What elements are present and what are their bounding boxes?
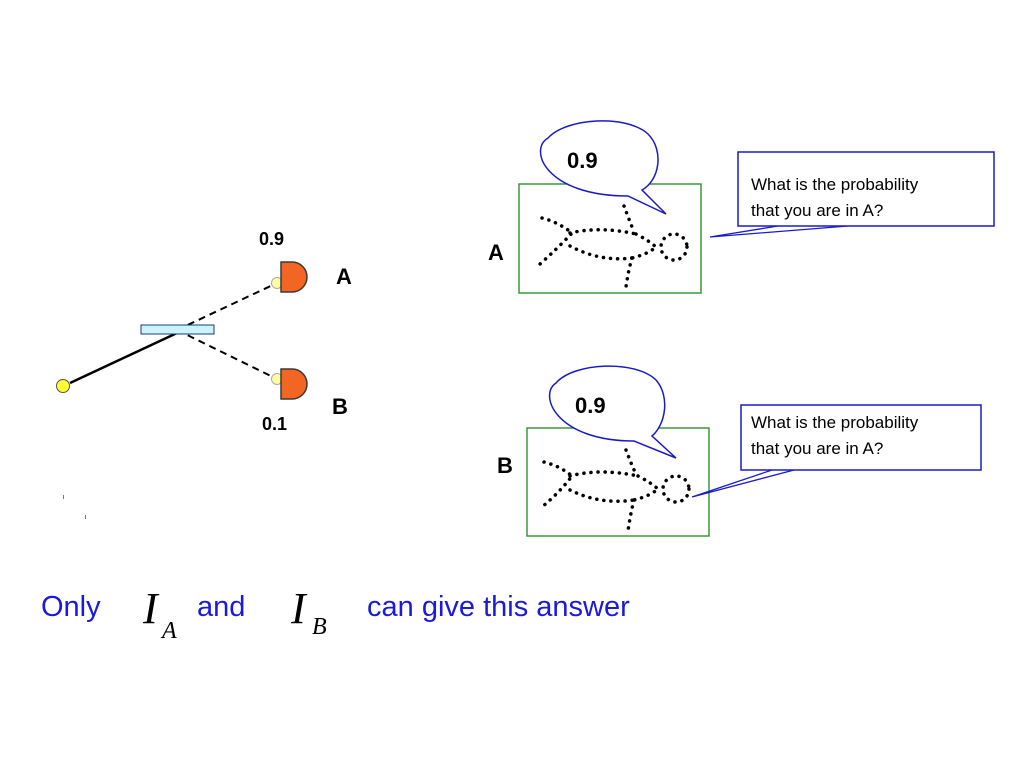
- lower-detector-icon: [280, 368, 308, 400]
- panel-b-frame: [526, 427, 710, 537]
- footer-word-only: Only: [41, 591, 101, 623]
- input-path-line: [69, 331, 178, 385]
- callout-a-line-2: that you are in A?: [751, 201, 884, 220]
- thought-bubble-a: [539, 120, 667, 215]
- callout-a-pointer: [709, 225, 849, 238]
- symbol-i-a-subscript: A: [162, 618, 177, 644]
- lower-branch-label: B: [332, 394, 348, 419]
- beam-splitter: [140, 324, 215, 335]
- upper-probability-label: 0.9: [259, 229, 285, 249]
- footer-tail-text: can give this answer: [367, 591, 630, 623]
- upper-branch-label: A: [336, 264, 352, 289]
- callout-a-box: [737, 151, 995, 227]
- panel-a-frame: [518, 183, 702, 294]
- bubble-a-value: 0.9: [567, 148, 598, 173]
- lower-dashed-path: [176, 329, 278, 380]
- tree-diagram: [56, 261, 308, 519]
- callout-a-text: What is the probability that you are in …: [751, 172, 918, 224]
- panel-a-label: A: [488, 240, 504, 265]
- fish-drawing-a: [538, 204, 689, 289]
- bubble-b-value: 0.9: [575, 393, 606, 418]
- symbol-i-b: I: [291, 584, 306, 633]
- upper-dashed-path: [176, 282, 278, 331]
- footer-word-and: and: [197, 591, 246, 623]
- callout-b-pointer: [691, 469, 795, 498]
- thought-bubble-b: [548, 365, 677, 459]
- upper-detector-icon: [280, 261, 308, 293]
- photon-source: [56, 379, 70, 393]
- panel-b-label: B: [497, 453, 513, 478]
- symbol-i-b-subscript: B: [312, 614, 327, 640]
- callout-b-text: What is the probability that you are in …: [751, 410, 918, 462]
- fish-drawing-b: [540, 448, 691, 533]
- lower-probability-label: 0.1: [262, 414, 288, 434]
- callout-b-line-1: What is the probability: [751, 413, 919, 432]
- stray-mark: [63, 495, 64, 499]
- callout-a-line-1: What is the probability: [751, 175, 919, 194]
- panel-b: [526, 427, 710, 537]
- symbol-i-a: I: [143, 584, 158, 633]
- callout-b-box: [740, 404, 982, 471]
- stray-mark: [85, 515, 86, 519]
- panel-a: [518, 183, 702, 294]
- callout-b-line-2: that you are in A?: [751, 439, 884, 458]
